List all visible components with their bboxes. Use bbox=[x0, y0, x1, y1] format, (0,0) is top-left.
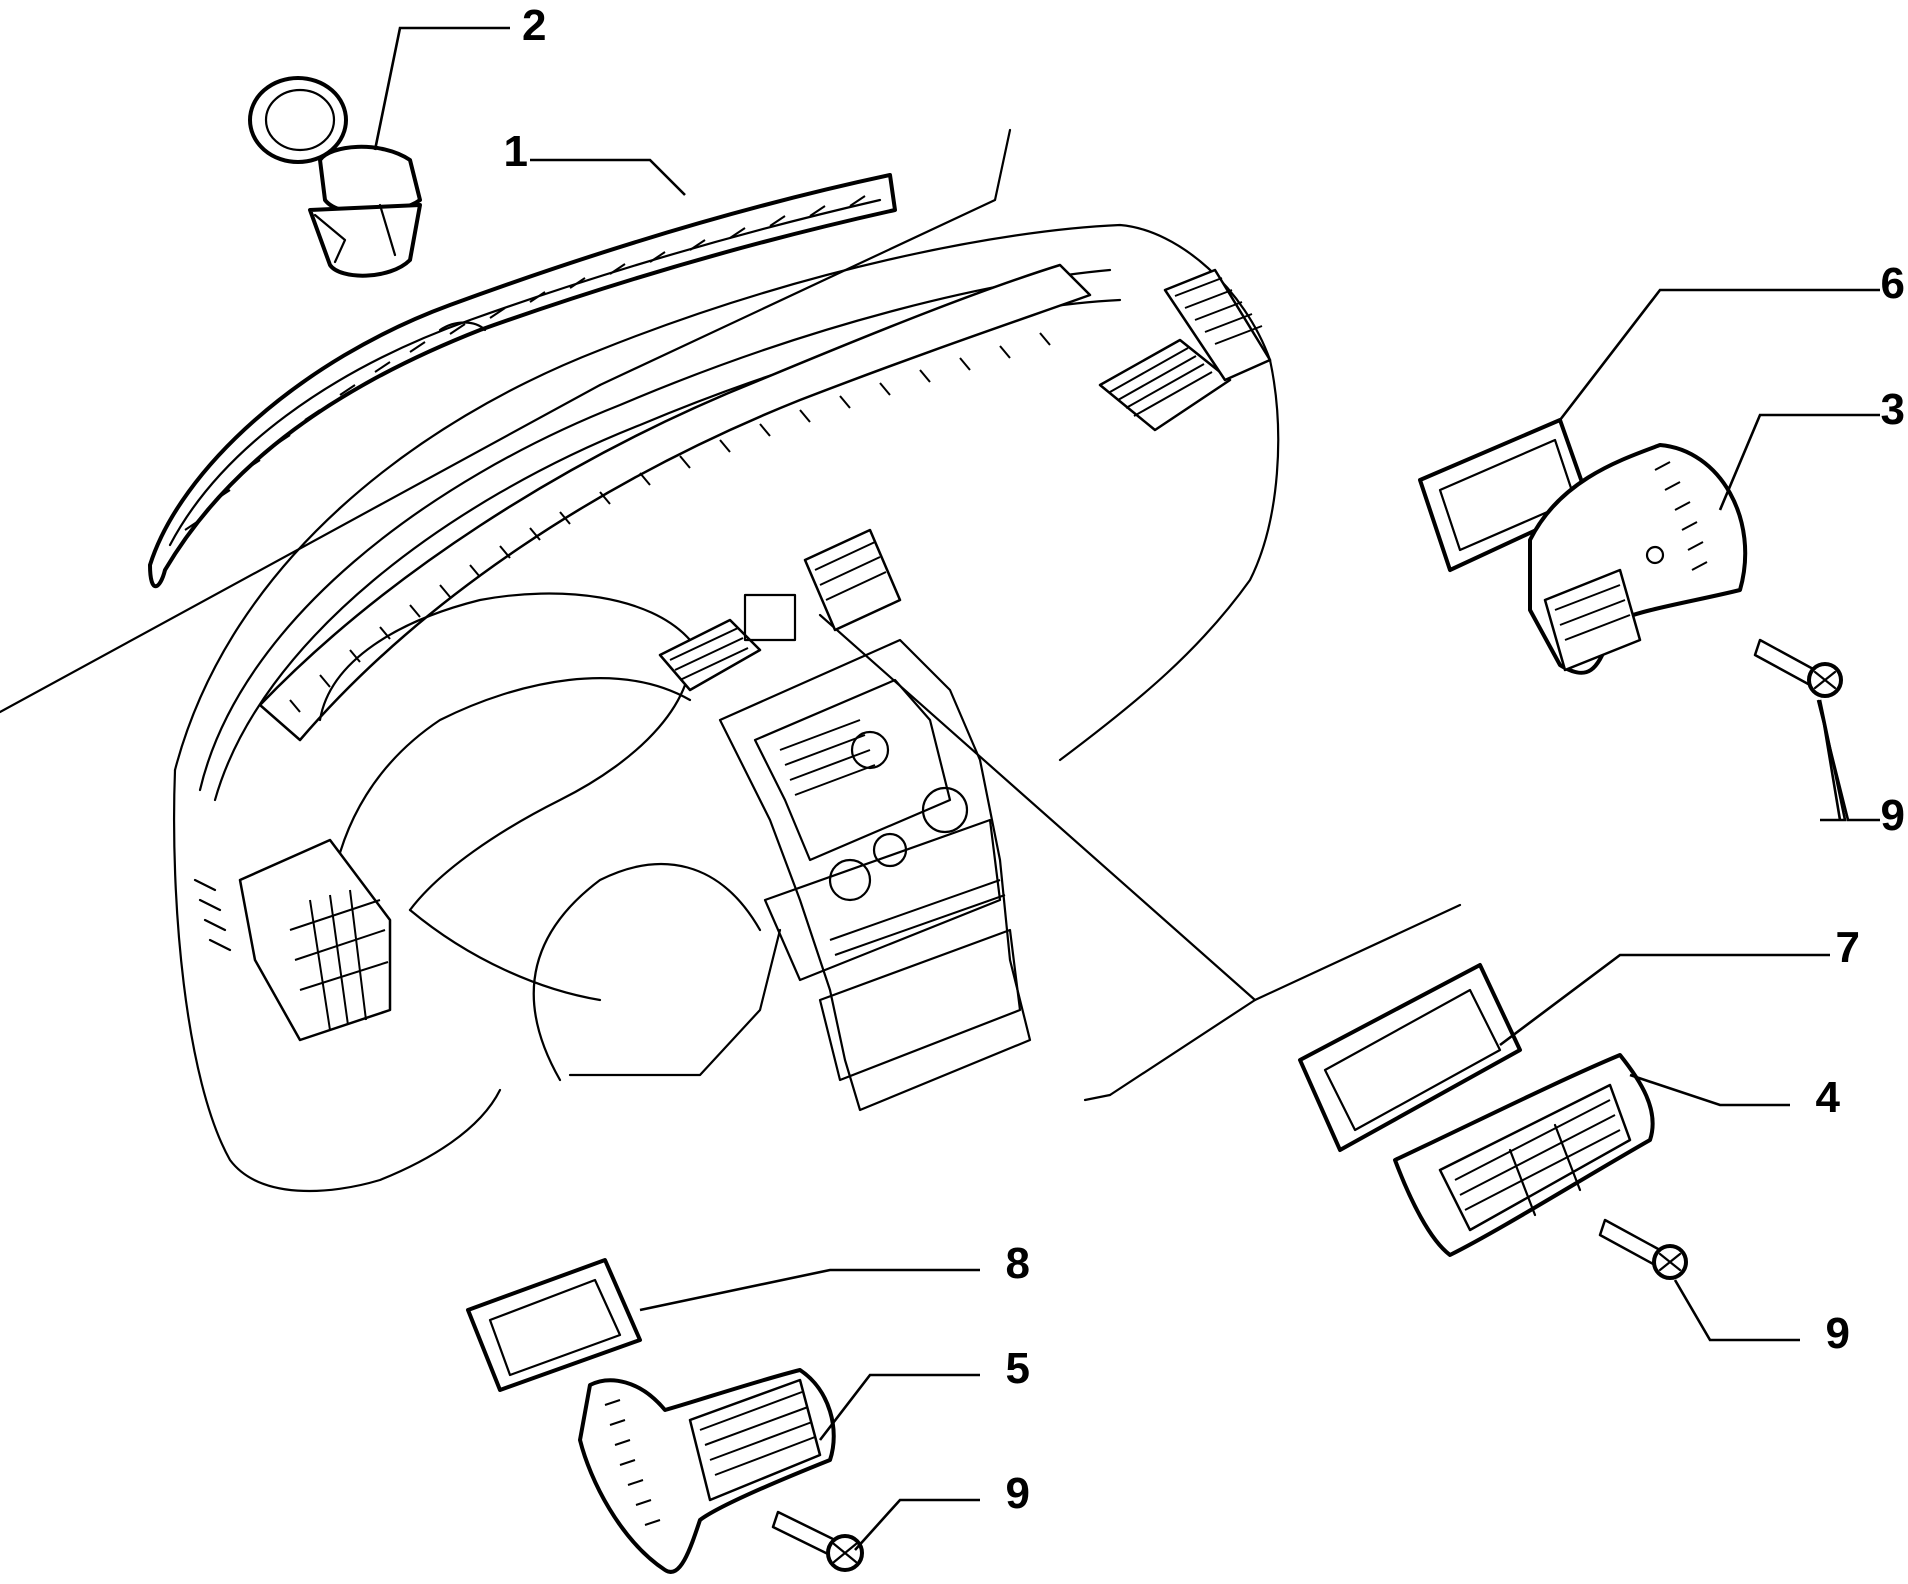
dashboard-assembly bbox=[0, 128, 1462, 1193]
dash-left-vent bbox=[193, 838, 392, 1042]
callout-7: 7 bbox=[1836, 923, 1860, 972]
callout-3: 3 bbox=[1881, 385, 1905, 434]
callout-5: 5 bbox=[1006, 1344, 1030, 1393]
callout-4: 4 bbox=[1816, 1073, 1841, 1122]
part-9-screw-middle bbox=[1598, 1218, 1688, 1280]
callout-9-top: 9 bbox=[1881, 791, 1905, 840]
callout-9-bottom: 9 bbox=[1006, 1469, 1030, 1518]
dash-defrost-slats bbox=[289, 332, 1051, 713]
part-4-center-vent bbox=[1393, 1053, 1655, 1257]
callout-6: 6 bbox=[1881, 259, 1905, 308]
part-1-defrost-vent bbox=[148, 173, 897, 589]
callout-9-middle: 9 bbox=[1826, 1309, 1850, 1358]
leader-lines bbox=[373, 26, 1880, 1551]
callout-1: 1 bbox=[504, 127, 528, 176]
part-2-round-vent bbox=[248, 76, 422, 278]
callout-2: 2 bbox=[522, 1, 546, 50]
part-9-screw-bottom bbox=[771, 1510, 864, 1572]
dash-right-vent bbox=[1098, 268, 1272, 432]
part-9-screw-top bbox=[1753, 638, 1843, 698]
center-console bbox=[718, 638, 1032, 1112]
part-7-vent-frame bbox=[1298, 963, 1522, 1152]
part-8-vent-frame bbox=[466, 1258, 642, 1392]
dash-center-vents bbox=[658, 528, 902, 692]
part-5-side-vent bbox=[578, 1368, 836, 1574]
part-3-side-vent bbox=[1528, 443, 1748, 675]
callout-labels: 2 1 6 3 9 7 4 9 8 5 9 bbox=[504, 1, 1905, 1518]
callout-8: 8 bbox=[1006, 1239, 1030, 1288]
